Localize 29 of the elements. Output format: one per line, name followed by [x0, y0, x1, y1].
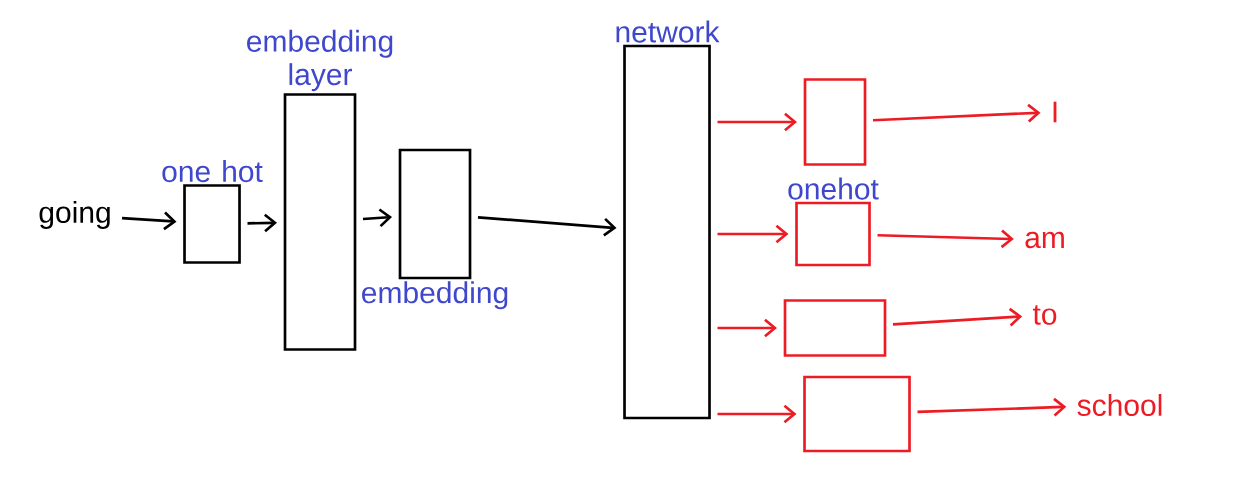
word-text: to: [1032, 305, 1057, 325]
labeled-box: network: [616, 20, 720, 420]
node-label: onehot: [788, 177, 879, 200]
arrow: [917, 397, 1067, 417]
labeled-box: onehot: [788, 177, 879, 267]
arrow: [362, 208, 393, 228]
node-label: embedding: [362, 281, 508, 310]
labeled-box: one hot: [162, 160, 263, 264]
word-text: am: [1025, 231, 1064, 249]
arrow: [872, 103, 1041, 123]
labeled-box: embedding: [362, 148, 508, 310]
word-text: going: [39, 201, 110, 229]
box: [803, 78, 867, 166]
box: [783, 299, 887, 357]
arrow: [877, 229, 1014, 249]
arrow: [247, 213, 277, 233]
word-text: school: [1077, 393, 1162, 416]
arrow: [717, 224, 789, 244]
arrow: [717, 318, 777, 338]
box: [803, 375, 911, 453]
word-text: I: [1053, 101, 1057, 123]
node-label: one hot: [162, 160, 263, 183]
arrow: [717, 404, 797, 424]
arrow: [121, 211, 177, 231]
node-label: network: [616, 20, 720, 43]
arrow: [717, 112, 797, 132]
arrow: [892, 307, 1023, 327]
arrow: [477, 216, 617, 237]
node-label: embedding layer: [247, 29, 393, 92]
